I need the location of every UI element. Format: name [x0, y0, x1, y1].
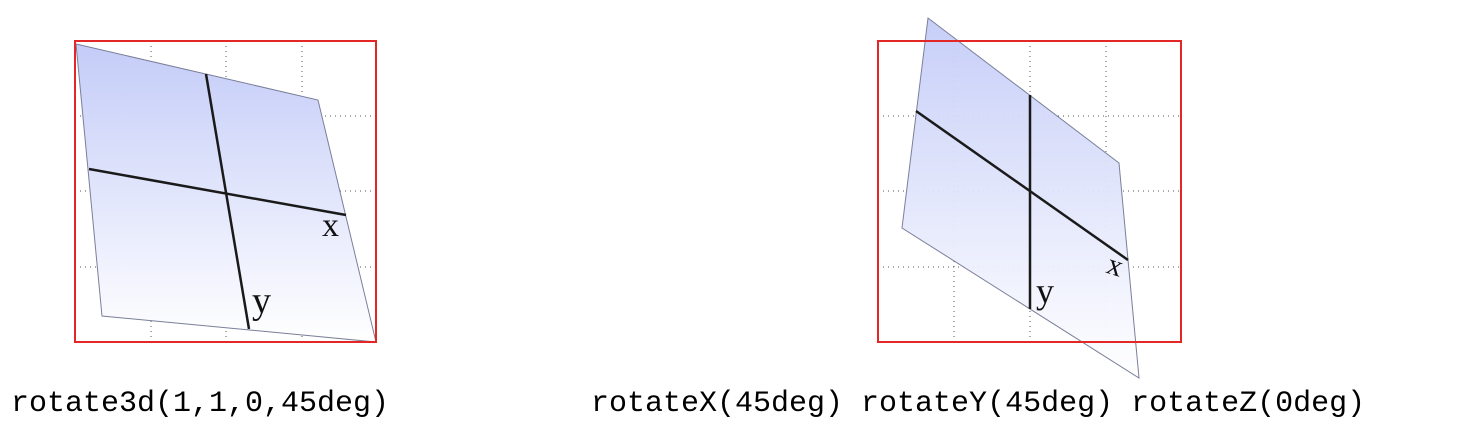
y-axis-label: y — [252, 280, 271, 322]
panel-rotatexyz: x y — [877, 17, 1182, 379]
caption-rotate3d: rotate3d(1,1,0,45deg) — [11, 387, 390, 421]
x-axis-line — [915, 109, 1129, 262]
panel-rotate3d: x y — [74, 40, 377, 343]
rotated-plane — [901, 17, 1140, 379]
y-axis-label: y — [1036, 271, 1054, 311]
reference-frame — [877, 40, 1182, 343]
x-axis-label: x — [322, 207, 339, 244]
y-axis-line — [204, 73, 251, 330]
caption-rotatexyz: rotateX(45deg) rotateY(45deg) rotateZ(0d… — [591, 387, 1366, 421]
reference-frame — [74, 40, 377, 343]
x-axis-line — [88, 167, 347, 217]
